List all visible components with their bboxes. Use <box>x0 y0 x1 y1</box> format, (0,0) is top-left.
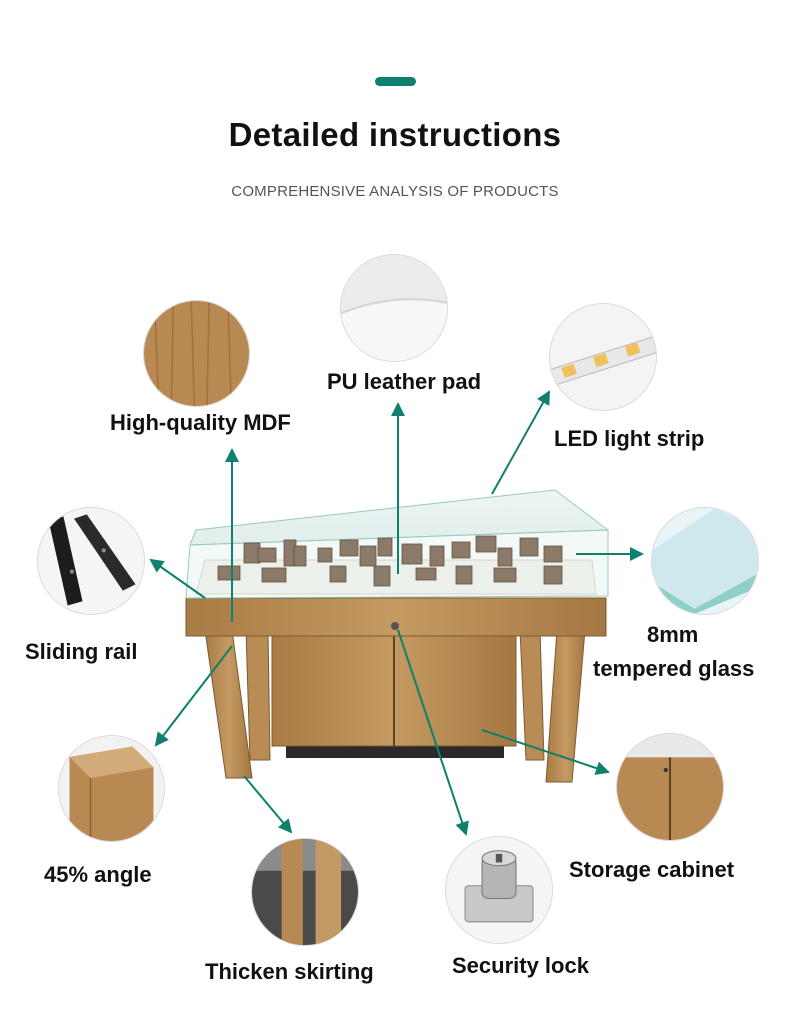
left-leg <box>204 629 253 779</box>
drawer-slide-rail-icon <box>38 508 144 614</box>
cabinet-door-icon <box>617 734 723 840</box>
label-glass-thickness: 8mm <box>647 622 699 647</box>
wood-grain-icon <box>144 301 249 406</box>
pu-detail-circle <box>340 254 448 362</box>
mitered-corner-icon <box>59 736 164 841</box>
jewelry-stands <box>217 535 563 587</box>
label-rail: Sliding rail <box>25 639 138 664</box>
lock-detail-circle <box>445 836 553 944</box>
skirting-base-icon <box>252 839 358 945</box>
label-angle: 45% angle <box>44 862 152 887</box>
label-pu: PU leather pad <box>327 369 482 394</box>
page-title: Detailed instructions <box>228 116 562 153</box>
cam-lock-icon <box>446 837 552 943</box>
leather-swatch-icon <box>341 255 447 361</box>
mdf-detail-circle <box>143 300 250 407</box>
label-lock: Security lock <box>452 953 589 978</box>
accent-bar <box>375 77 416 86</box>
page-subtitle: COMPREHENSIVE ANALYSIS OF PRODUCTS <box>231 183 559 200</box>
rail-detail-circle <box>37 507 145 615</box>
label-skirting: Thicken skirting <box>205 959 374 984</box>
label-glass-type: tempered glass <box>593 656 755 681</box>
glass-pane-icon <box>652 508 758 614</box>
glass-detail-circle <box>651 507 759 615</box>
label-led: LED light strip <box>554 426 705 451</box>
led-detail-circle <box>549 303 657 411</box>
skirting-detail-circle <box>251 838 359 946</box>
angle-detail-circle <box>58 735 165 842</box>
table-top-frame <box>185 597 607 637</box>
right-leg <box>545 629 586 783</box>
cabinet-detail-circle <box>616 733 724 841</box>
led-strip-icon <box>550 304 656 410</box>
label-cabinet: Storage cabinet <box>569 857 735 882</box>
label-mdf: High-quality MDF <box>110 410 291 435</box>
